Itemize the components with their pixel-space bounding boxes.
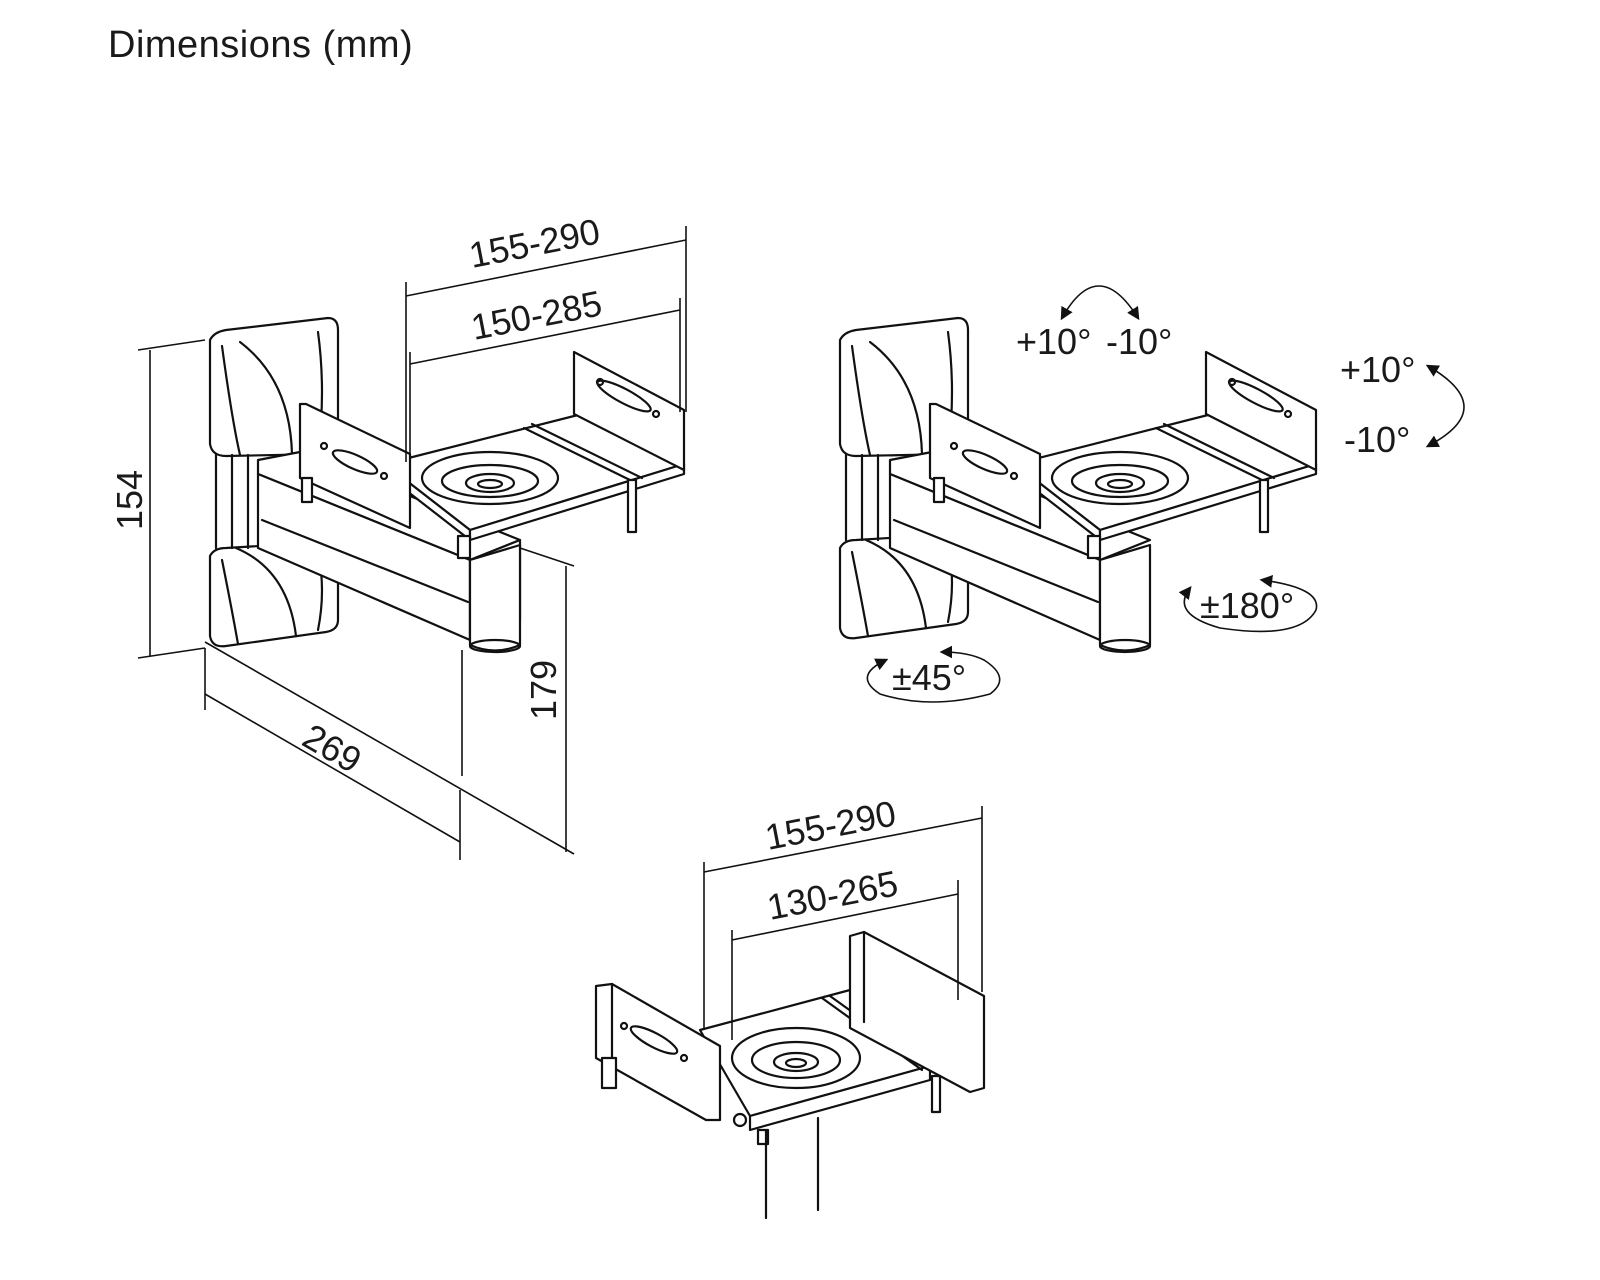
dim-pole-height-label: 179 xyxy=(523,660,564,720)
speaker-tray-2 xyxy=(928,350,1318,560)
dimension-lines-main xyxy=(137,226,687,860)
dim-depth-label: 269 xyxy=(296,715,369,781)
swivel-top-label: ±180° xyxy=(1200,585,1294,626)
pole-2 xyxy=(1098,543,1152,654)
speaker-tray xyxy=(298,350,686,560)
tilt-plus-label: +10° xyxy=(1016,321,1091,362)
roll-plus-label: +10° xyxy=(1340,349,1415,390)
tray-inner-width-label: 130-265 xyxy=(764,862,902,927)
swivel-wall-label: ±45° xyxy=(892,657,966,698)
dim-outer-width-label: 155-290 xyxy=(466,210,604,275)
page-title: Dimensions (mm) xyxy=(108,24,414,66)
rotation-view: +10° -10° +10° -10° ±180° ±45° xyxy=(838,285,1465,703)
dim-height-label: 154 xyxy=(109,470,150,530)
dimension-lines-tray xyxy=(703,806,983,1040)
tilt-minus-label: -10° xyxy=(1106,321,1172,362)
tray-view: 155-290 130-265 xyxy=(594,792,986,1220)
main-bracket-view: 155-290 150-285 154 269 179 xyxy=(109,210,687,860)
roll-minus-label: -10° xyxy=(1344,419,1410,460)
rotation-arrows xyxy=(866,285,1465,703)
pole xyxy=(468,543,522,654)
